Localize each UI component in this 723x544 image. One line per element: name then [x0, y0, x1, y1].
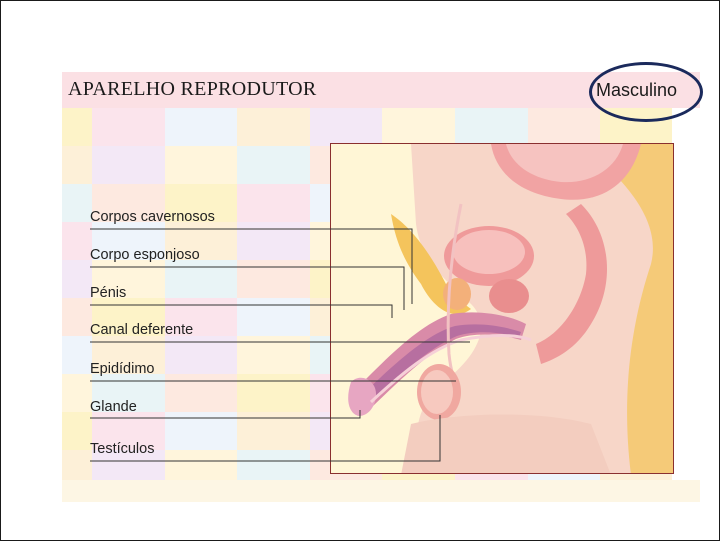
- leader-corpo-esponjoso: [90, 267, 404, 310]
- leader-penis: [90, 305, 392, 318]
- leader-testiculos: [90, 415, 440, 461]
- leader-glande: [90, 410, 360, 418]
